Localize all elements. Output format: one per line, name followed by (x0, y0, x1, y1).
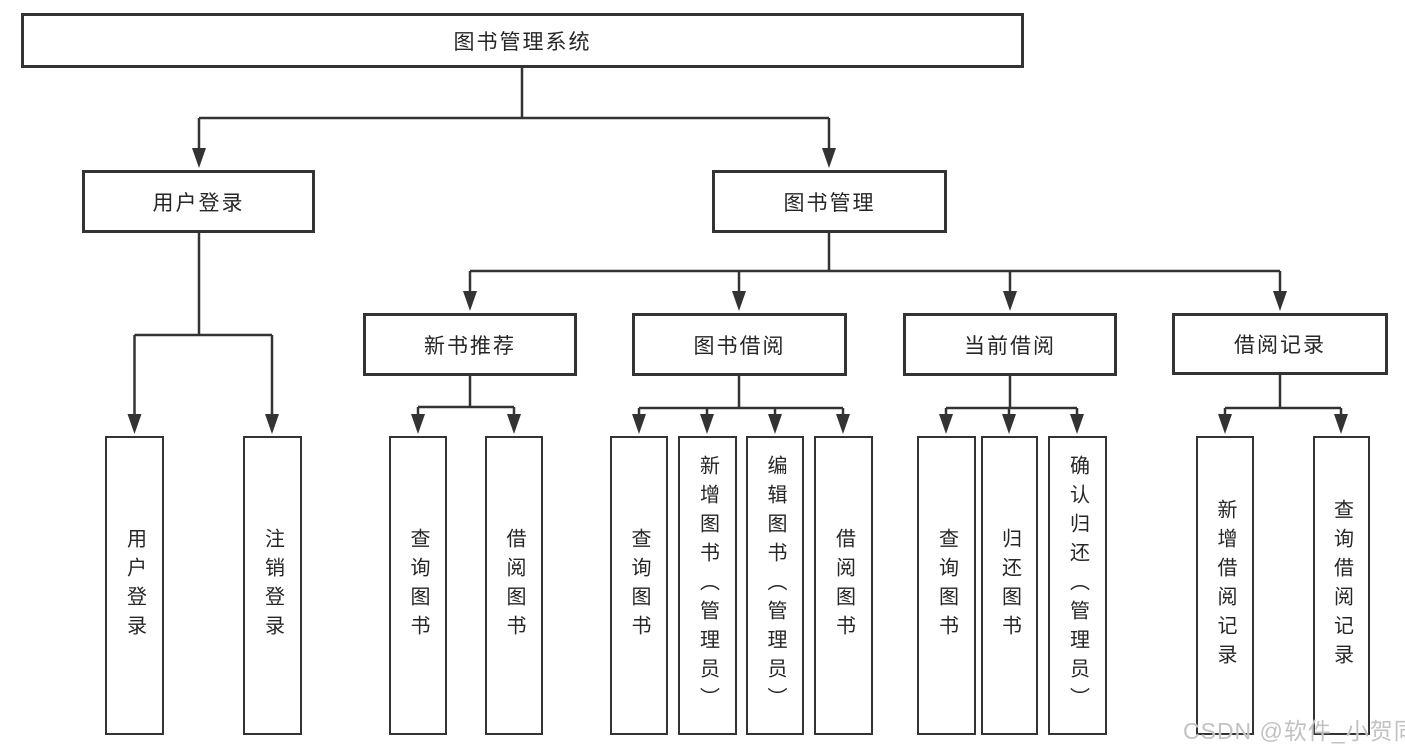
node-label: 图书借阅 (693, 334, 786, 358)
node-label: 借阅记录 (1234, 334, 1326, 357)
leaf-user-login: 用户登录 (105, 436, 164, 735)
node-label: 图书管理系统 (453, 30, 592, 54)
node-library-management-system: 图书管理系统 (21, 13, 1024, 68)
node-book-borrowing: 图书借阅 (632, 313, 847, 376)
node-label: 借阅图书 (503, 527, 525, 644)
leaf-confirm-return-admin: 确认归还（管理员） (1048, 436, 1107, 735)
leaf-add-books-admin: 新增图书（管理员） (678, 436, 737, 735)
csdn-watermark: CSDN @软件_小贺同学 (1183, 718, 1405, 744)
node-label: 新增图书（管理员） (696, 455, 719, 716)
node-label: 归还图书 (998, 527, 1021, 644)
leaf-add-borrow-record: 新增借阅记录 (1196, 436, 1254, 735)
node-label: 新书推荐 (424, 334, 516, 358)
node-borrowing-records: 借阅记录 (1172, 313, 1388, 375)
node-label: 编辑图书（管理员） (764, 455, 786, 716)
node-label: 查询图书 (628, 527, 650, 644)
node-current-borrowing: 当前借阅 (903, 313, 1117, 376)
node-label: 注销登录 (261, 527, 284, 644)
leaf-borrow-books: 借阅图书 (814, 436, 873, 735)
node-label: 借阅图书 (832, 527, 855, 644)
node-label: 用户登录 (152, 191, 245, 215)
node-book-management: 图书管理 (712, 170, 947, 233)
node-new-book-recommendation: 新书推荐 (363, 313, 577, 376)
node-label: 图书管理 (783, 191, 876, 215)
leaf-edit-books-admin: 编辑图书（管理员） (746, 436, 804, 735)
leaf-query-books-current: 查询图书 (917, 436, 976, 735)
leaf-query-books-borrowing: 查询图书 (610, 436, 668, 735)
leaf-query-books-new: 查询图书 (389, 436, 447, 735)
node-label: 用户登录 (123, 527, 146, 644)
node-label: 查询图书 (935, 527, 958, 644)
node-label: 确认归还（管理员） (1066, 455, 1089, 716)
node-user-login: 用户登录 (82, 170, 315, 233)
leaf-query-borrow-record: 查询借阅记录 (1313, 436, 1370, 735)
leaf-borrow-books-new: 借阅图书 (485, 436, 543, 735)
node-label: 当前借阅 (964, 334, 1056, 358)
node-label: 新增借阅记录 (1214, 498, 1236, 673)
node-label: 查询借阅记录 (1330, 498, 1353, 673)
leaf-return-books: 归还图书 (981, 436, 1038, 735)
leaf-logout: 注销登录 (243, 436, 302, 735)
node-label: 查询图书 (407, 527, 429, 644)
